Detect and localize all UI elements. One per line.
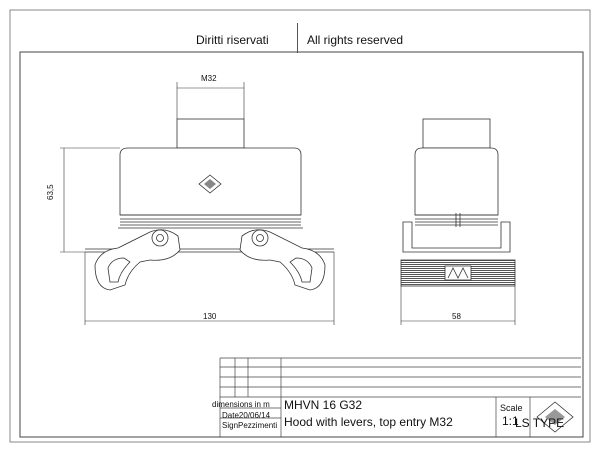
diamond-emblem bbox=[198, 174, 222, 194]
date-field: Date20/06/14 bbox=[222, 411, 270, 420]
front-dimensions bbox=[60, 82, 335, 325]
title-block bbox=[219, 357, 581, 437]
sign-label: Sign bbox=[222, 421, 239, 430]
side-logo bbox=[444, 265, 472, 281]
date-value: 20/06/14 bbox=[238, 411, 271, 420]
header-separator bbox=[297, 23, 298, 53]
dim-top-width: M32 bbox=[201, 74, 217, 83]
scale-value: 1:1 bbox=[502, 414, 519, 428]
side-cable-entry bbox=[422, 118, 491, 149]
side-dimensions bbox=[400, 286, 516, 325]
cable-entry bbox=[176, 118, 245, 149]
product-description: Hood with levers, top entry M32 bbox=[284, 415, 453, 429]
dim-height: 63,5 bbox=[46, 184, 55, 200]
side-lever-frame bbox=[402, 221, 511, 253]
drawing-frame bbox=[19, 51, 584, 438]
sign-field: SignPezzimenti bbox=[222, 421, 277, 430]
header-right-text: All rights reserved bbox=[307, 33, 404, 47]
front-view bbox=[85, 118, 334, 291]
product-code: MHVN 16 G32 bbox=[284, 398, 363, 412]
side-hood-body bbox=[414, 147, 499, 216]
dim-side-width: 58 bbox=[452, 312, 461, 321]
outer-frame bbox=[9, 9, 591, 443]
type-label: LS TYPE bbox=[515, 416, 565, 430]
ilme-logo bbox=[536, 401, 574, 433]
side-view bbox=[400, 118, 516, 287]
date-label: Date bbox=[222, 411, 239, 420]
scale-label: Scale bbox=[500, 403, 523, 413]
pieces-label: Pezzimenti bbox=[238, 421, 278, 430]
units-note: dimensions in m bbox=[212, 400, 270, 409]
dim-front-width: 130 bbox=[203, 312, 217, 321]
header-left-text: Diritti riservati bbox=[196, 33, 269, 47]
